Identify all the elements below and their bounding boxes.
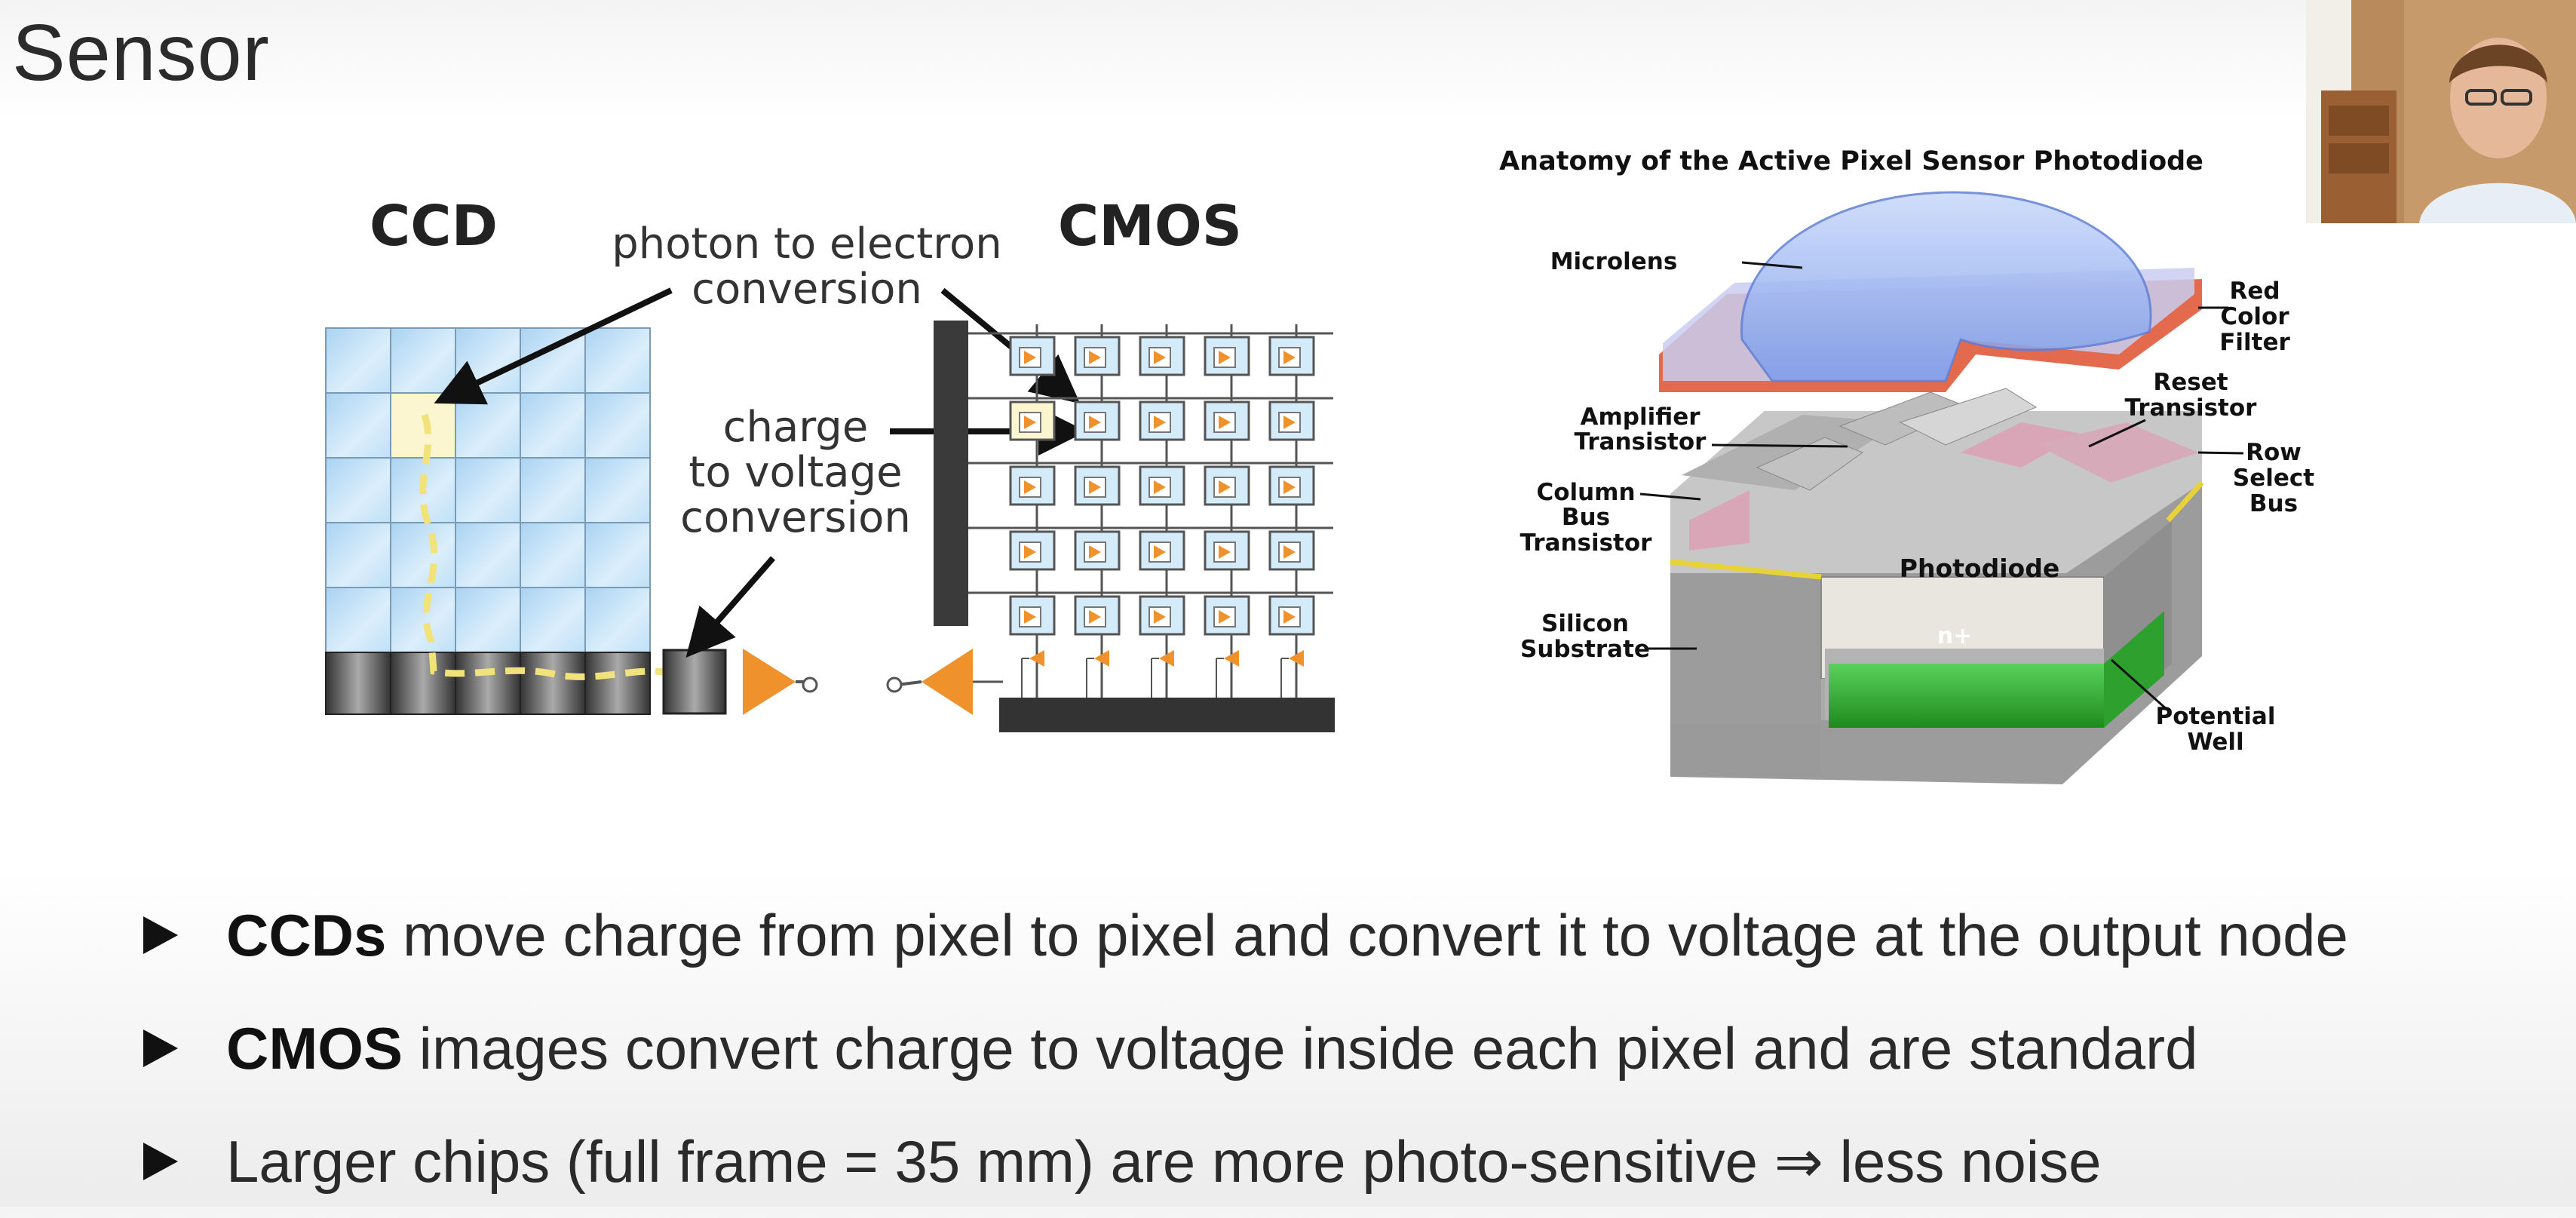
microlens-label: Microlens [1550, 248, 1678, 275]
silicon-label-2: Substrate [1520, 636, 1650, 663]
bullet-list: CCDs move charge from pixel to pixel and… [143, 879, 2556, 1218]
reset-label-2: Transistor [2125, 394, 2258, 422]
bullet-text: Larger chips (full frame = 35 mm) are mo… [226, 1128, 2102, 1195]
red-filter-label-2: Color [2220, 303, 2289, 330]
amplifier-label-2: Transistor [1575, 428, 1707, 456]
presenter-video-icon [2306, 0, 2576, 223]
bullet-bold: CMOS [226, 1015, 403, 1081]
bullet-text: move charge from pixel to pixel and conv… [386, 902, 2348, 968]
column-label-3: Transistor [1520, 529, 1653, 557]
bullet-triangle-icon [143, 1029, 178, 1067]
bullet-bold: CCDs [226, 902, 386, 968]
bullet-triangle-icon [143, 1143, 178, 1180]
photodiode-label: Photodiode [1900, 554, 2059, 583]
bullet-item: CMOS images convert charge to voltage in… [143, 992, 2556, 1105]
aps-figure-title: Anatomy of the Active Pixel Sensor Photo… [1499, 146, 2203, 176]
bullet-triangle-icon [143, 916, 178, 954]
row-select-label-2: Select [2233, 465, 2314, 492]
bullet-text: images convert charge to voltage inside … [403, 1015, 2197, 1081]
potential-well-label-2: Well [2187, 729, 2243, 756]
red-filter-label-3: Filter [2219, 329, 2290, 356]
silicon-label-1: Silicon [1541, 610, 1629, 637]
bullet-item: CCDs move charge from pixel to pixel and… [143, 879, 2556, 992]
potential-well-label-1: Potential [2156, 703, 2276, 730]
amplifier-label-1: Amplifier [1580, 403, 1700, 431]
bullet-item: Larger chips (full frame = 35 mm) are mo… [143, 1105, 2556, 1218]
reset-label-1: Reset [2153, 369, 2228, 396]
column-label-1: Column [1536, 479, 1635, 506]
row-select-label-3: Bus [2249, 490, 2298, 517]
column-label-2: Bus [1562, 504, 1610, 531]
nplus-label: n+ [1937, 623, 1973, 649]
potential-well-region [1829, 664, 2104, 728]
row-select-label-1: Row [2246, 439, 2302, 466]
red-filter-label-1: Red [2229, 278, 2280, 305]
